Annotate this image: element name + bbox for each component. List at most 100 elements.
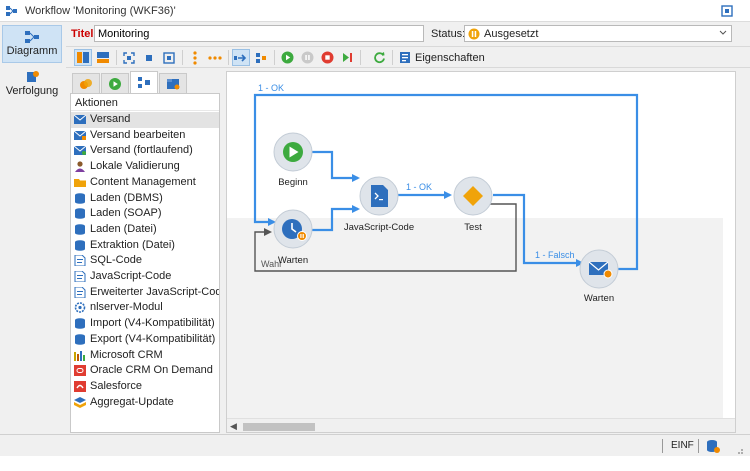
action-item-label: SQL-Code	[90, 254, 142, 267]
layout-horizontal-icon	[97, 52, 109, 63]
action-item[interactable]: Microsoft CRM	[71, 348, 219, 364]
database-icon	[74, 224, 86, 235]
status-label: Status:	[431, 28, 466, 40]
database-icon	[74, 208, 86, 219]
action-item[interactable]: Aggregat-Update	[71, 395, 219, 411]
transition-wait1-to-js	[312, 205, 360, 232]
refresh-button[interactable]	[370, 49, 388, 66]
horizontal-scrollbar[interactable]: ◀ ▶	[227, 418, 735, 432]
resize-grip-icon[interactable]	[734, 445, 744, 455]
horizontal-scroll-thumb[interactable]	[243, 423, 315, 431]
action-item[interactable]: Erweiterter JavaScript-Code	[71, 285, 219, 301]
action-item[interactable]: SQL-Code	[71, 253, 219, 269]
node-test[interactable]: Test	[453, 176, 493, 233]
title-input[interactable]	[94, 25, 424, 42]
action-item-label: Content Management	[90, 175, 196, 188]
action-item-label: Aggregat-Update	[90, 395, 174, 408]
play-icon	[281, 51, 293, 64]
step-button[interactable]	[338, 49, 356, 66]
action-item[interactable]: nlserver-Modul	[71, 300, 219, 316]
transition-label-true: Wahr	[261, 259, 282, 269]
tab-flow-control[interactable]	[101, 73, 129, 93]
align-vertical-button[interactable]	[186, 49, 204, 66]
properties-button[interactable]	[396, 49, 414, 66]
node-wait-left[interactable]: Warten	[273, 209, 313, 266]
expand-button[interactable]	[120, 49, 138, 66]
action-item[interactable]: Extraktion (Datei)	[71, 238, 219, 254]
tab-events[interactable]	[159, 73, 187, 93]
align-horizontal-button[interactable]	[206, 49, 224, 66]
action-item[interactable]: Salesforce	[71, 379, 219, 395]
database-icon	[74, 239, 86, 251]
node-test-label: Test	[464, 222, 482, 233]
action-item-label: Microsoft CRM	[90, 348, 163, 361]
action-item-label: Versand bearbeiten	[90, 128, 186, 141]
scroll-left-icon[interactable]: ◀	[230, 421, 237, 431]
node-javascript[interactable]: JavaScript-Code	[344, 176, 414, 233]
diagram-icon	[25, 31, 39, 43]
database-status-icon	[707, 440, 720, 453]
nav-tracking[interactable]: Verfolgung	[2, 66, 62, 104]
action-item-label: Salesforce	[90, 379, 142, 392]
gear-icon	[74, 302, 86, 314]
chevron-down-icon	[719, 30, 727, 35]
properties-label[interactable]: Eigenschaften	[415, 52, 485, 64]
fit-icon	[163, 51, 175, 64]
action-item[interactable]: Laden (SOAP)	[71, 206, 219, 222]
action-item[interactable]: Export (V4-Kompatibilität)	[71, 332, 219, 348]
script-file-icon	[371, 185, 388, 207]
transition-label-false: 1 - Falsch	[535, 250, 575, 260]
status-select[interactable]: Ausgesetzt	[464, 25, 732, 42]
action-item[interactable]: Import (V4-Kompatibilität)	[71, 316, 219, 332]
node-wait-right-label: Warten	[584, 293, 614, 304]
wait-right-badge-icon	[603, 269, 613, 279]
fit-button[interactable]	[160, 49, 178, 66]
action-item[interactable]: Versand (fortlaufend)	[71, 143, 219, 159]
node-begin[interactable]: Beginn	[273, 132, 313, 188]
nav-diagram-label: Diagramm	[6, 45, 58, 57]
pause-status-icon	[468, 28, 480, 40]
pause-button[interactable]	[298, 49, 316, 66]
refresh-icon	[373, 52, 385, 64]
tab-actions[interactable]	[130, 71, 158, 93]
action-item[interactable]: Content Management	[71, 175, 219, 191]
step-icon	[342, 53, 352, 62]
status-bar: EINF	[0, 434, 750, 456]
action-item[interactable]: Laden (Datei)	[71, 222, 219, 238]
actual-size-button[interactable]	[140, 49, 158, 66]
transition-label-ok-js: 1 - OK	[406, 182, 432, 192]
maximize-icon[interactable]	[720, 4, 734, 18]
window-titlebar: Workflow 'Monitoring (WKF36)'	[0, 0, 750, 22]
action-item[interactable]: Lokale Validierung	[71, 159, 219, 175]
layout-vertical-button[interactable]	[74, 49, 92, 66]
start-button[interactable]	[278, 49, 296, 66]
transition-wait2-loop	[253, 93, 639, 271]
nav-diagram[interactable]: Diagramm	[2, 25, 62, 63]
workflow-properties-button[interactable]	[252, 49, 270, 66]
layout-horizontal-button[interactable]	[94, 49, 112, 66]
action-item-label: Laden (DBMS)	[90, 191, 163, 204]
action-item[interactable]: JavaScript-Code	[71, 269, 219, 285]
node-wait-right[interactable]: Warten	[579, 249, 619, 304]
pause-icon	[301, 51, 313, 64]
stop-button[interactable]	[318, 49, 336, 66]
action-item-label: Import (V4-Kompatibilität)	[90, 317, 215, 330]
link-mode-button[interactable]	[232, 49, 250, 66]
workflow-icon	[6, 5, 17, 16]
database-icon	[74, 333, 86, 345]
events-icon	[167, 79, 180, 90]
workflow-canvas[interactable]: 1 - OK 1 - OK 1 - Falsch Wahr Beginn War…	[226, 71, 736, 433]
folder-icon	[74, 177, 86, 188]
side-navigation: Diagramm Verfolgung	[0, 23, 64, 433]
action-item[interactable]: Versand bearbeiten	[71, 128, 219, 144]
palette-tabs	[70, 71, 220, 93]
action-item-label: Laden (Datei)	[90, 222, 157, 235]
action-item[interactable]: Laden (DBMS)	[71, 191, 219, 207]
actions-tab-icon	[138, 77, 150, 88]
tab-targeting[interactable]	[72, 73, 100, 93]
action-item[interactable]: Oracle CRM On Demand	[71, 363, 219, 379]
window-bottom-edge	[0, 456, 750, 471]
nav-tracking-label: Verfolgung	[5, 85, 59, 97]
action-item[interactable]: Versand	[71, 112, 219, 128]
